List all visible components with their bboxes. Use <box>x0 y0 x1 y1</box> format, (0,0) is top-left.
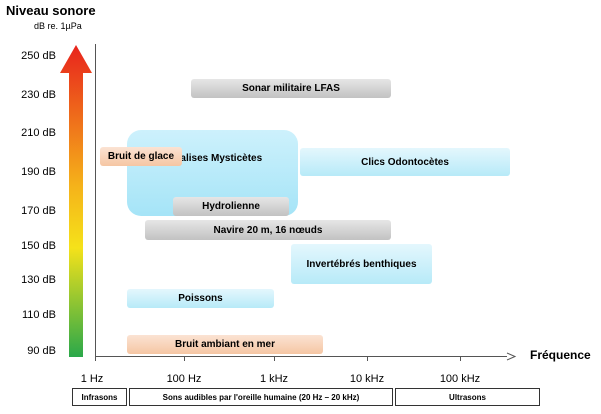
x-tick-mark <box>184 356 185 361</box>
x-tick-100hz: 100 Hz <box>166 373 202 385</box>
x-tick-1hz: 1 Hz <box>80 373 104 385</box>
y-tick-90: 90 dB <box>27 345 56 357</box>
x-tick-1khz: 1 kHz <box>259 373 289 385</box>
y-tick-190: 190 dB <box>21 166 56 178</box>
source-bruit-glace: Bruit de glace <box>100 147 182 166</box>
source-sonar: Sonar militaire LFAS <box>191 79 391 98</box>
y-tick-210: 210 dB <box>21 127 56 139</box>
y-axis-unit: dB re. 1µPa <box>34 21 82 31</box>
level-gradient-arrow <box>60 45 92 357</box>
x-axis-line <box>95 356 507 357</box>
y-tick-110: 110 dB <box>21 309 56 321</box>
y-tick-150: 150 dB <box>21 240 56 252</box>
source-invertebres: Invertébrés benthiques <box>291 244 432 284</box>
y-tick-170: 170 dB <box>21 205 56 217</box>
y-tick-230: 230 dB <box>21 89 56 101</box>
source-hydrolienne: Hydrolienne <box>173 197 289 216</box>
x-tick-10khz: 10 kHz <box>349 373 385 385</box>
y-axis-title: Niveau sonore <box>6 3 96 18</box>
x-axis-title: Fréquence <box>530 348 591 362</box>
x-tick-100khz: 100 kHz <box>439 373 481 385</box>
source-bruit-ambiant: Bruit ambiant en mer <box>127 335 323 354</box>
band-infrasons: Infrasons <box>72 388 127 406</box>
x-tick-mark <box>460 356 461 361</box>
x-tick-mark <box>367 356 368 361</box>
x-axis-arrowhead <box>506 352 517 361</box>
y-tick-250: 250 dB <box>21 50 56 62</box>
band-ultrasons: Ultrasons <box>395 388 540 406</box>
x-tick-mark <box>274 356 275 361</box>
source-clics: Clics Odontocètes <box>300 148 510 176</box>
x-tick-mark <box>95 356 96 361</box>
band-audible: Sons audibles par l'oreille humaine (20 … <box>129 388 393 406</box>
source-navire: Navire 20 m, 16 nœuds <box>145 220 391 240</box>
y-axis-line <box>95 44 96 356</box>
source-poissons: Poissons <box>127 289 274 308</box>
y-tick-130: 130 dB <box>21 274 56 286</box>
